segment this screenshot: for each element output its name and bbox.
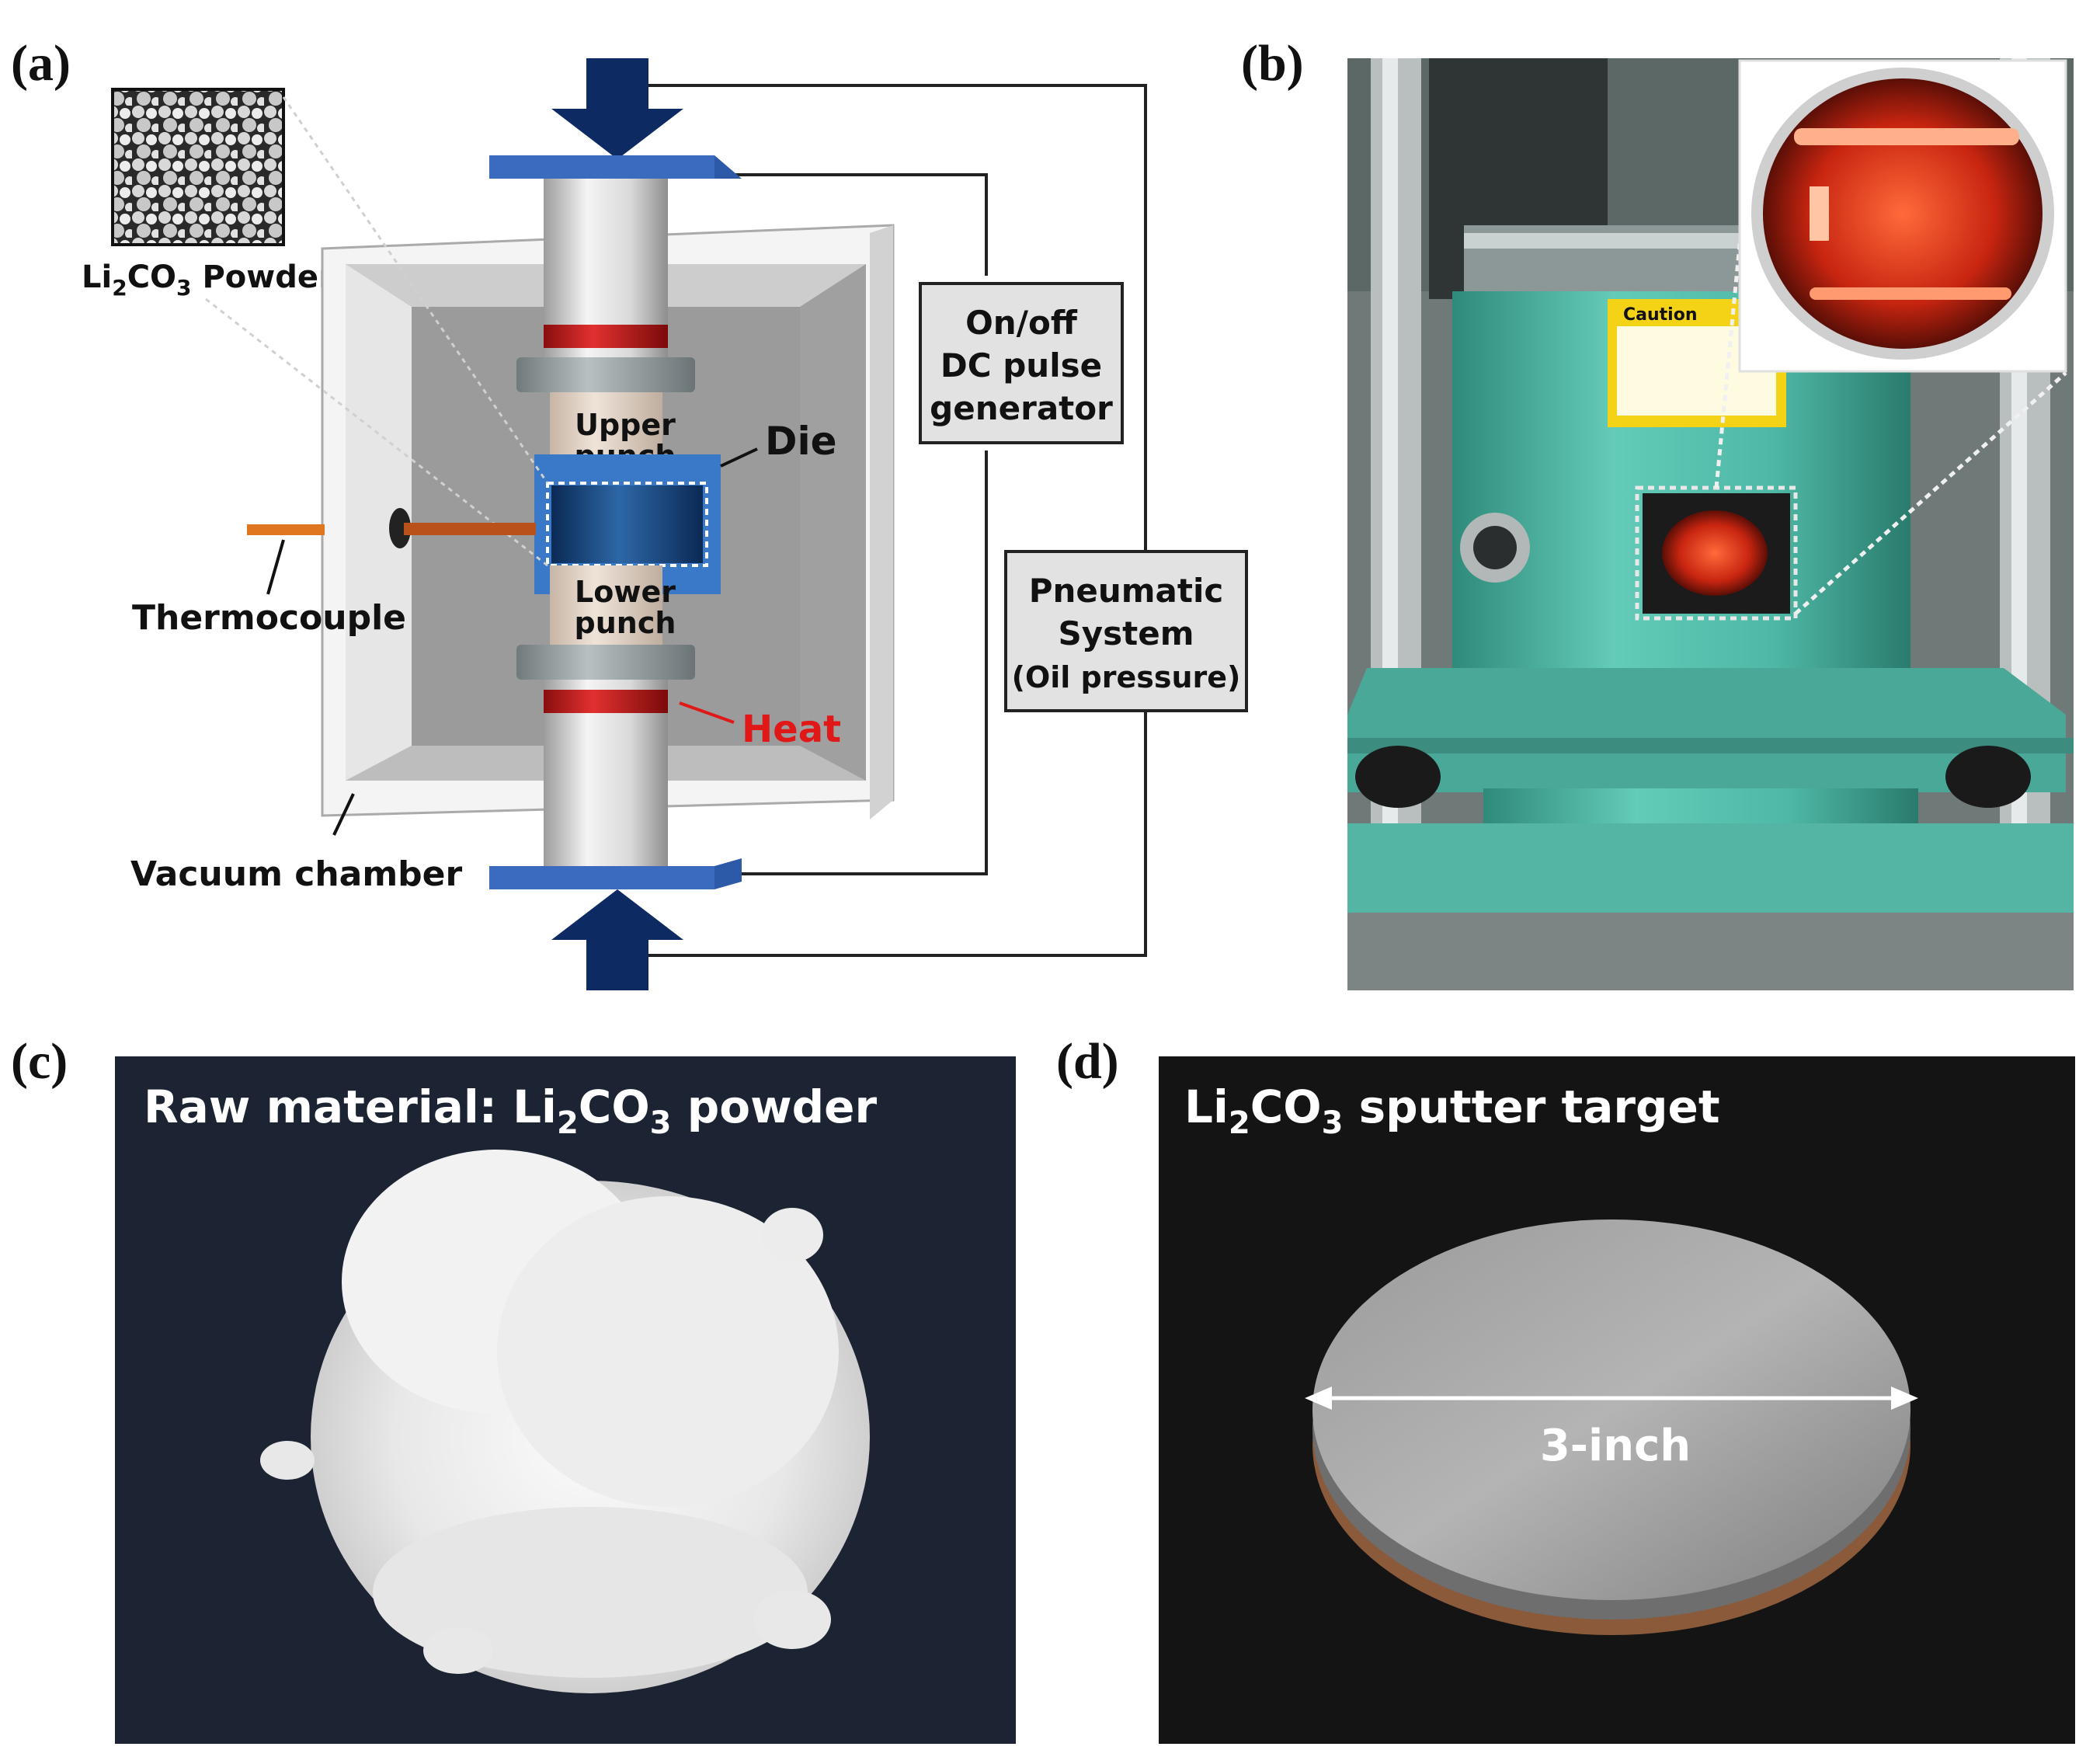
svg-text:(Oil pressure): (Oil pressure)	[1012, 660, 1241, 694]
pneumatic-system-box: Pneumatic System (Oil pressure)	[1004, 550, 1248, 712]
lower-punch-label-line1: Lower	[575, 575, 676, 609]
sps-machine-photo: Caution	[1347, 58, 2074, 990]
panel-c: (c) Raw material: Li2CO3 powder	[11, 1033, 1016, 1744]
panel-d: (d) 3-inch Li2CO3 sputter target	[1056, 1033, 2075, 1744]
lower-spacer-ring	[516, 645, 695, 680]
upper-electrode-cylinder	[544, 179, 668, 330]
thermocouple-probe	[404, 523, 536, 535]
panel-b-tag: (b)	[1241, 35, 1304, 92]
target-caption: Li2CO3 sputter target	[1184, 1080, 1720, 1141]
powder-caption: Raw material: Li2CO3 powder	[144, 1080, 878, 1141]
svg-text:Pneumatic: Pneumatic	[1029, 572, 1224, 610]
panel-d-tag: (d)	[1056, 1033, 1119, 1090]
lower-electrode-plate	[489, 866, 714, 889]
lower-punch	[550, 565, 662, 651]
upper-heat-band	[544, 325, 668, 348]
powder-pile	[260, 1150, 870, 1693]
svg-text:On/off: On/off	[965, 304, 1078, 342]
thermocouple-outer	[247, 524, 325, 535]
lower-heat-band	[544, 690, 668, 713]
panel-b: (b) Caution	[1241, 35, 2074, 990]
dc-pulse-generator-box: On/off DC pulse generator	[919, 282, 1124, 444]
caution-text: Caution	[1623, 305, 1698, 325]
upper-pressure-arrow	[551, 58, 683, 159]
heat-label: Heat	[742, 708, 841, 751]
diameter-arrow	[1305, 1386, 1918, 1410]
circuit-lines	[645, 84, 1147, 957]
thermocouple-feedthrough	[389, 508, 411, 548]
zoom-guide-lines	[205, 96, 549, 567]
die-label: Die	[765, 419, 837, 464]
sputter-target-disc	[1312, 1219, 1910, 1635]
svg-text:generator: generator	[930, 389, 1113, 427]
panel-a: (a) Li2CO3 Powder	[11, 35, 1248, 990]
powder-label: Li2CO3 Powder	[82, 259, 334, 301]
sem-inset-image	[111, 88, 285, 246]
diameter-label: 3-inch	[1540, 1421, 1691, 1471]
lower-punch-label-line2: punch	[575, 606, 676, 640]
panel-c-tag: (c)	[11, 1033, 68, 1090]
upper-punch-label-line1: Upper	[575, 408, 676, 442]
lower-electrode-cylinder	[544, 713, 668, 866]
powder-sample	[551, 485, 703, 563]
thermocouple-label: Thermocouple	[132, 598, 406, 638]
panel-a-tag: (a)	[11, 35, 71, 92]
lower-pressure-arrow	[551, 889, 683, 990]
upper-spacer-ring	[516, 357, 695, 392]
svg-text:System: System	[1059, 614, 1194, 652]
svg-text:DC pulse: DC pulse	[940, 346, 1102, 384]
vacuum-chamber-label: Vacuum chamber	[130, 854, 463, 894]
